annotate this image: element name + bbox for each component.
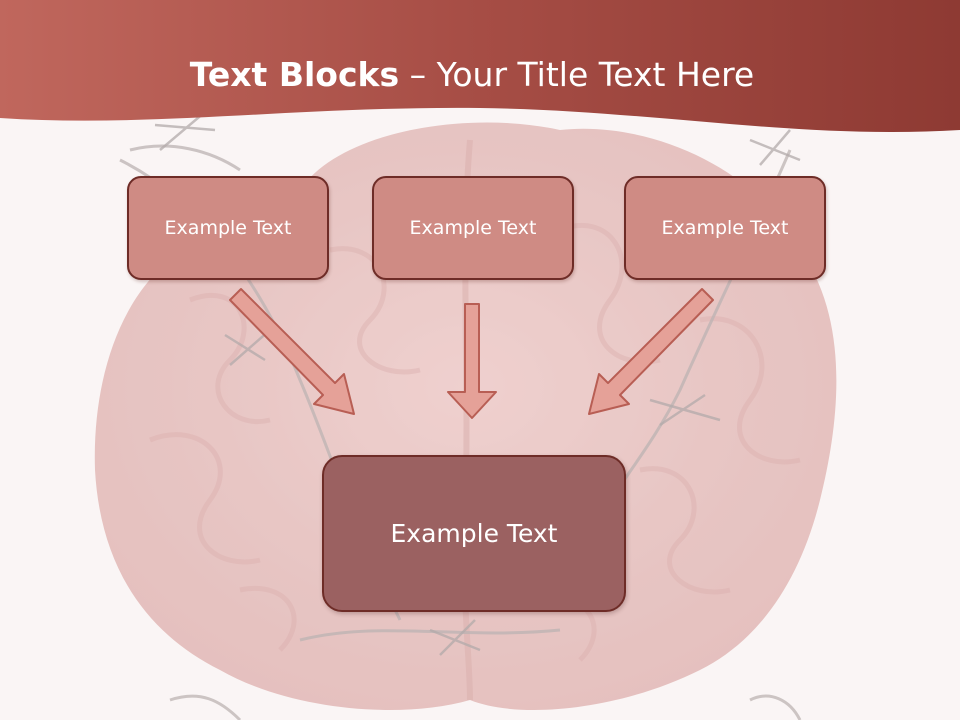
- header-band: [0, 0, 960, 133]
- arrow-down-icon: [447, 303, 497, 419]
- text-block-center-label: Example Text: [390, 519, 558, 548]
- text-block-middle-label: Example Text: [409, 217, 537, 239]
- title-rest: – Your Title Text Here: [399, 55, 755, 94]
- barbed-wire-barbs: [154, 111, 801, 656]
- slide-title: Text Blocks – Your Title Text Here: [0, 52, 944, 98]
- text-block-left-label: Example Text: [164, 217, 292, 239]
- text-block-center[interactable]: Example Text: [322, 455, 626, 612]
- text-block-right-label: Example Text: [661, 217, 789, 239]
- arrow-down-right-icon: [229, 288, 355, 415]
- arrow-down-left-icon: [588, 288, 714, 415]
- text-block-right[interactable]: Example Text: [624, 176, 826, 280]
- text-block-left[interactable]: Example Text: [127, 176, 329, 280]
- title-bold: Text Blocks: [189, 55, 400, 94]
- text-block-middle[interactable]: Example Text: [372, 176, 574, 280]
